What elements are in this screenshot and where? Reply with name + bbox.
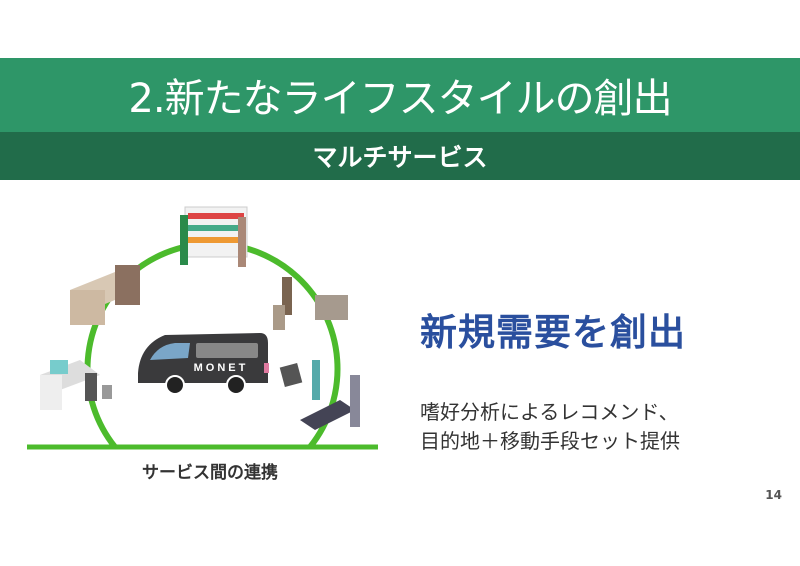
title-band: 2.新たなライフスタイルの創出 <box>0 58 800 132</box>
delivery-worker-icon <box>273 277 348 330</box>
van-logo-text: MONET <box>194 362 249 374</box>
cafe-booth-icon <box>70 265 140 325</box>
service-ring-illustration: MONET <box>27 206 378 450</box>
medical-care-icon <box>279 360 360 430</box>
office-worker-icon <box>40 360 112 410</box>
page-number: 14 <box>765 488 782 502</box>
body-line: 目的地＋移動手段セット提供 <box>420 429 680 453</box>
subtitle-band: マルチサービス <box>0 132 800 180</box>
store-shelf-icon <box>180 206 248 267</box>
body-text: 嗜好分析によるレコメンド、 目的地＋移動手段セット提供 <box>420 398 680 456</box>
headline: 新規需要を創出 <box>420 311 686 354</box>
slide-title: 2.新たなライフスタイルの創出 <box>128 76 672 122</box>
illustration-caption: サービス間の連携 <box>142 463 278 483</box>
body-line: 嗜好分析によるレコメンド、 <box>420 400 679 424</box>
slide-subtitle: マルチサービス <box>312 143 488 172</box>
monet-van-icon: MONET <box>138 333 269 395</box>
